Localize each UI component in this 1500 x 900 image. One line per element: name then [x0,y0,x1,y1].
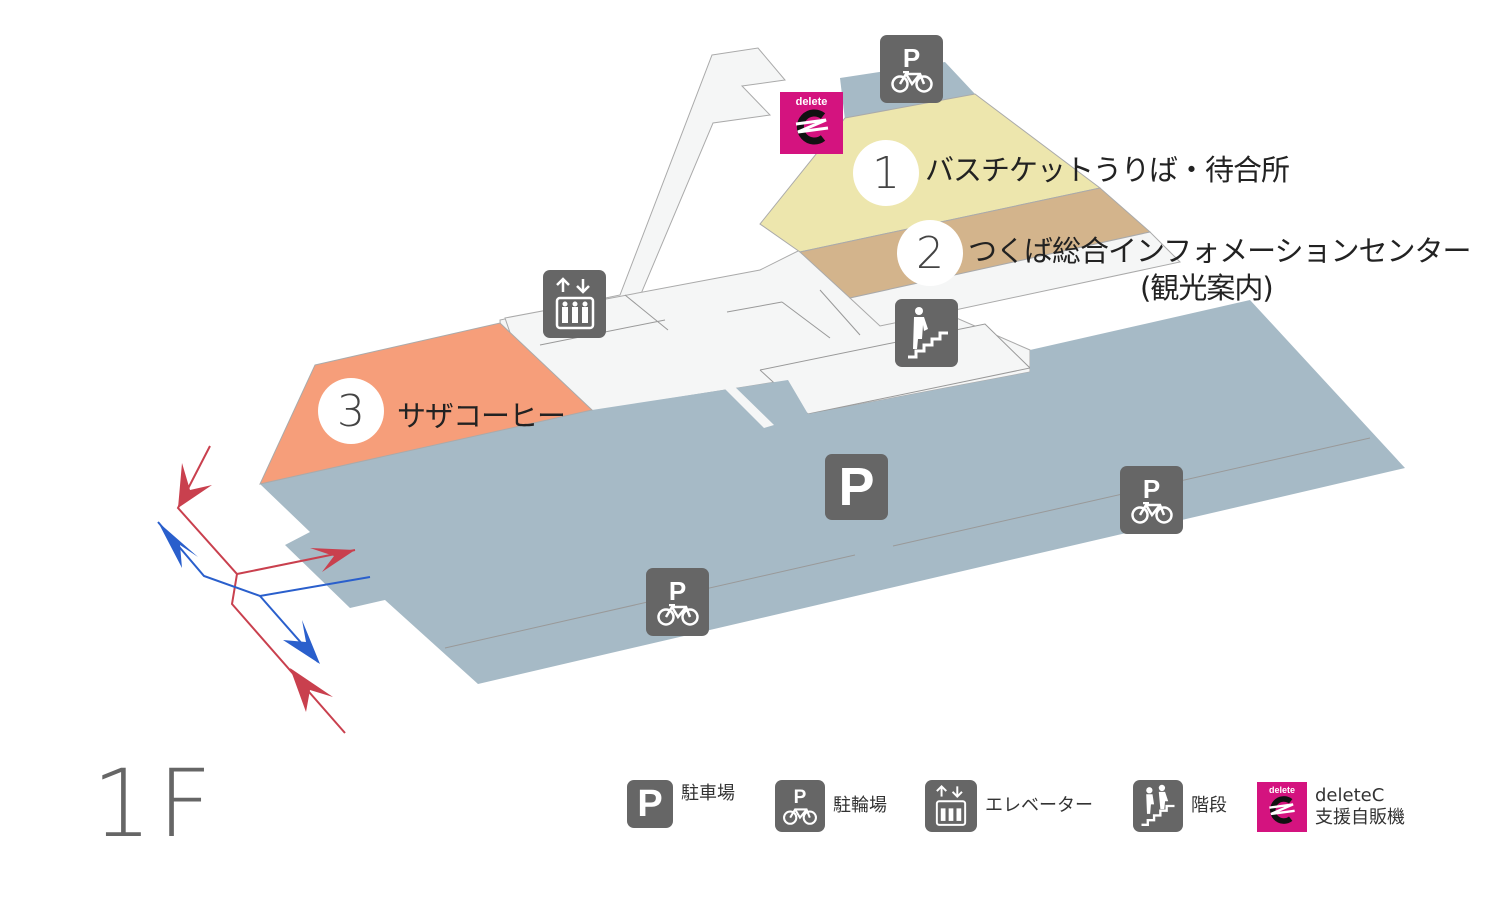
elevator-icon [925,780,977,832]
shop-3-number: 3 [318,378,384,444]
deletec-logo-icon [795,109,828,145]
shop-3-name[interactable]: サザコーヒー [397,399,566,433]
elevator-icon[interactable] [543,270,606,338]
legend-bicycle-parking: P 駐輪場 [775,780,887,832]
car-parking-icon: P [627,780,673,828]
bicycle-parking-icon[interactable]: P [646,568,709,636]
shop-2-subtitle: (観光案内) [1140,271,1274,305]
shop-1-name[interactable]: バスチケットうりば・待合所 [925,153,1290,187]
shop-2-number: 2 [897,220,963,286]
bicycle-icon [890,71,933,93]
deletec-vending-icon[interactable]: delete [780,92,843,154]
legend-car-parking: P 駐車場 [627,780,735,828]
shop-2-name[interactable]: つくば総合インフォメーションセンター [968,234,1472,268]
shop-3-area [259,322,594,485]
car-parking-icon[interactable]: P [825,454,888,520]
legend-deletec: delete deleteC 支援自販機 [1257,782,1405,832]
deletec-vending-icon: delete [1257,782,1307,832]
bicycle-parking-icon: P [775,780,825,832]
floor-label: 1F [92,750,218,859]
legend-elevator: エレベーター [925,780,1093,832]
bicycle-parking-icon[interactable]: P [1120,466,1183,534]
shop-1-number: 1 [853,140,919,206]
bicycle-icon [1130,502,1173,524]
stairs-icon[interactable] [895,299,958,367]
route-blue [157,521,371,598]
stairs-icon [1133,780,1183,832]
route-red [176,445,356,576]
bicycle-parking-icon[interactable]: P [880,35,943,103]
legend-stairs: 階段 [1133,780,1227,832]
bicycle-icon [656,604,699,626]
